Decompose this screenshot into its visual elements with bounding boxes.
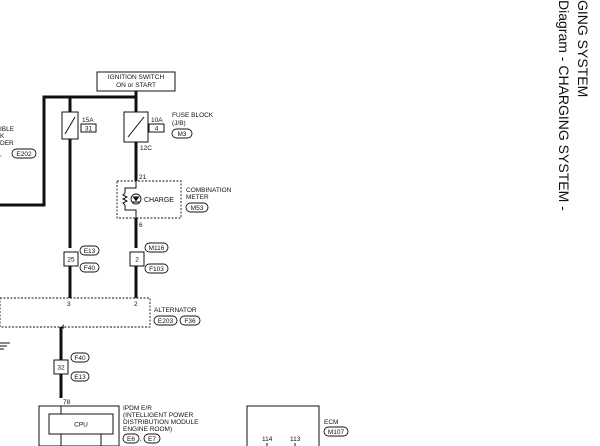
svg-text:(J/B): (J/B) [172,120,186,127]
connector-2-top: M116 [149,245,165,252]
svg-text:(INTELLIGENT POWER: (INTELLIGENT POWER [123,412,194,419]
alternator: 3 2 ALTERNATOR E203 F36 4 [0,297,201,331]
meter-pin-top: 21 [139,174,147,181]
ignition-switch-state: ON or START [116,82,156,89]
ignition-switch-label: IGNITION SWITCH [108,74,165,81]
ipdm-conn-2: E7 [148,436,156,443]
svg-text:METER: METER [186,194,209,201]
wire-ign-to-15a [68,91,138,112]
fuse-10a: 10A 4 12C [123,111,165,152]
alternator-label: ALTERNATOR [154,307,197,314]
page-title: GING SYSTEM [575,0,591,97]
ecm-pin-113: 113 [290,436,301,443]
fuse-10a-pin: 12C [140,145,152,152]
connector-32: 32 F40 E13 [53,352,90,382]
svg-text:DER: DER [0,140,14,147]
ignition-switch: IGNITION SWITCH ON or START [96,71,176,92]
svg-text:25: 25 [67,257,75,264]
svg-text:COMBINATION: COMBINATION [186,187,232,194]
fuse-10a-rating: 10A [151,117,163,124]
svg-text:FUSE BLOCK: FUSE BLOCK [172,112,214,119]
ecm-label: ECM [324,419,338,426]
ipdm-er: 78 CPU IPDM E/R (INTELLIGENT POWER DISTR… [38,399,199,446]
svg-text:2: 2 [135,257,139,264]
ecm: 114 113 ECM M107 [246,405,349,446]
connector-32-bottom: E13 [74,374,86,381]
svg-text:,: , [0,151,2,158]
wire-fusible-link [0,95,70,207]
alternator-pin-4: 4 [61,324,65,331]
svg-text:ENGINE ROOM): ENGINE ROOM) [123,426,172,433]
ecm-connector: M107 [328,429,345,436]
connector-2-bottom: F103 [149,266,164,273]
ground-icon [0,342,10,350]
alternator-conn-2: F36 [184,318,196,325]
meter-connector: M53 [191,205,204,212]
fuse-15a: 15A 31 [61,111,97,140]
fuse-15a-number: 31 [85,126,93,133]
connector-25-bottom: F40 [84,265,96,272]
svg-text:32: 32 [57,365,65,372]
svg-text:IBLE: IBLE [0,126,15,133]
ipdm-conn-1: E6 [127,436,135,443]
ecm-pin-114: 114 [262,436,273,443]
fusible-link-connector: E202 [16,151,32,158]
connector-2: 2 M116 F103 [129,242,169,274]
svg-text:,: , [140,436,142,443]
fuse-15a-rating: 15A [82,117,94,124]
page-subtitle: Diagram - CHARGING SYSTEM - [556,0,572,211]
meter-pin-bottom: 6 [139,222,143,229]
alternator-pin-2: 2 [134,301,138,308]
fuse-block-label: FUSE BLOCK (J/B) M3 [171,112,214,139]
alternator-pin-3: 3 [67,301,71,308]
subtitle-heading: Diagram - CHARGING SYSTEM - [556,0,572,211]
combination-meter: 21 CHARGE COMBINATION METER M53 6 [116,174,232,229]
fuse-block-connector: M3 [177,131,186,138]
title-heading: GING SYSTEM [575,0,591,97]
svg-text:DISTRIBUTION MODULE: DISTRIBUTION MODULE [123,419,199,426]
connector-25-top: E13 [84,248,96,255]
svg-text:IPDM E/R: IPDM E/R [123,405,152,412]
charge-lamp-label: CHARGE [144,197,174,204]
ipdm-cpu: CPU [74,422,88,429]
connector-32-top: F40 [74,355,86,362]
fuse-10a-number: 4 [155,126,159,133]
alternator-conn-1: E203 [158,318,174,325]
fusible-link-label: IBLE K DER , E202 [0,126,37,159]
svg-text:K: K [0,133,5,140]
ipdm-pin: 78 [63,399,71,406]
